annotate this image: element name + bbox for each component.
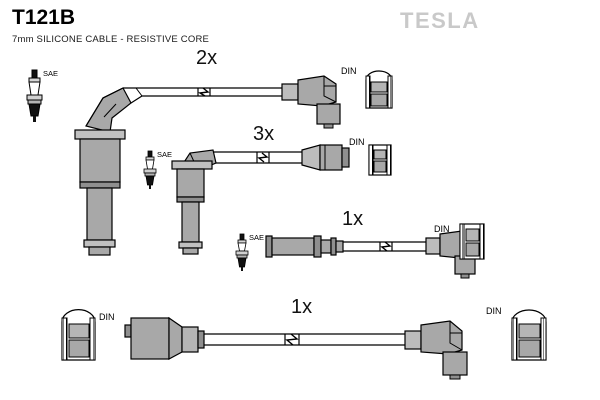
cable-3x: [213, 151, 302, 164]
din-label-2x: DIN: [341, 66, 357, 76]
cable-break-symbol-2x: [197, 87, 211, 97]
sae-label-1x-mid: SAE: [249, 233, 264, 242]
sae-label-3x: SAE: [157, 150, 172, 159]
din-connector-2x: [281, 75, 341, 129]
din-terminal-cap-1x-mid: [459, 223, 485, 260]
cable-1x-bottom: [204, 333, 410, 346]
cable-break-symbol-1x-mid: [379, 241, 393, 252]
din-label-3x: DIN: [349, 137, 365, 147]
spark-plug-boot-1x-mid: [265, 235, 344, 258]
spark-plug-icon-sae-1x-mid: [235, 233, 249, 271]
din-connector-3x: [301, 144, 350, 171]
assembly-1x-mid: 1x SAE: [235, 208, 485, 279]
assembly-2x: 2x SAE: [26, 47, 393, 256]
din-label-1x-bottom-right: DIN: [486, 306, 502, 316]
quantity-label-2x: 2x: [196, 47, 217, 69]
din-terminal-cap-1x-bottom-right: [511, 309, 547, 361]
din-label-1x-bottom-left: DIN: [99, 312, 115, 322]
quantity-label-1x-mid: 1x: [342, 208, 363, 230]
cable-1x-mid: [343, 241, 432, 252]
quantity-label-1x-bottom: 1x: [291, 296, 312, 318]
spark-plug-icon-sae-3x: [143, 150, 157, 189]
assembly-1x-bottom: 1x DIN: [61, 296, 547, 380]
assembly-3x: 3x SAE: [143, 123, 392, 255]
cable-break-symbol-1x-bottom: [284, 333, 300, 346]
brand-logo: TESLA: [400, 8, 480, 33]
quantity-label-3x: 3x: [253, 123, 274, 145]
din-label-1x-mid: DIN: [434, 224, 450, 234]
page-title: T121B: [12, 6, 75, 29]
part-description: 7mm SILICONE CABLE - RESISTIVE CORE: [12, 34, 209, 45]
din-boot-1x-bottom-left: [124, 316, 205, 361]
sae-label-2x: SAE: [43, 69, 58, 78]
din-terminal-cap-3x: [368, 144, 392, 176]
spark-plug-icon-sae-2x: [26, 69, 43, 122]
spark-plug-boot-2x: [74, 87, 132, 256]
din-terminal-cap-2x: [365, 70, 393, 109]
din-terminal-cap-1x-bottom-left: [61, 309, 96, 361]
cable-2x: [123, 87, 296, 104]
cable-break-symbol-3x: [256, 152, 270, 163]
din-connector-1x-bottom-right: [404, 320, 468, 380]
spark-plug-boot-3x: [171, 149, 217, 255]
